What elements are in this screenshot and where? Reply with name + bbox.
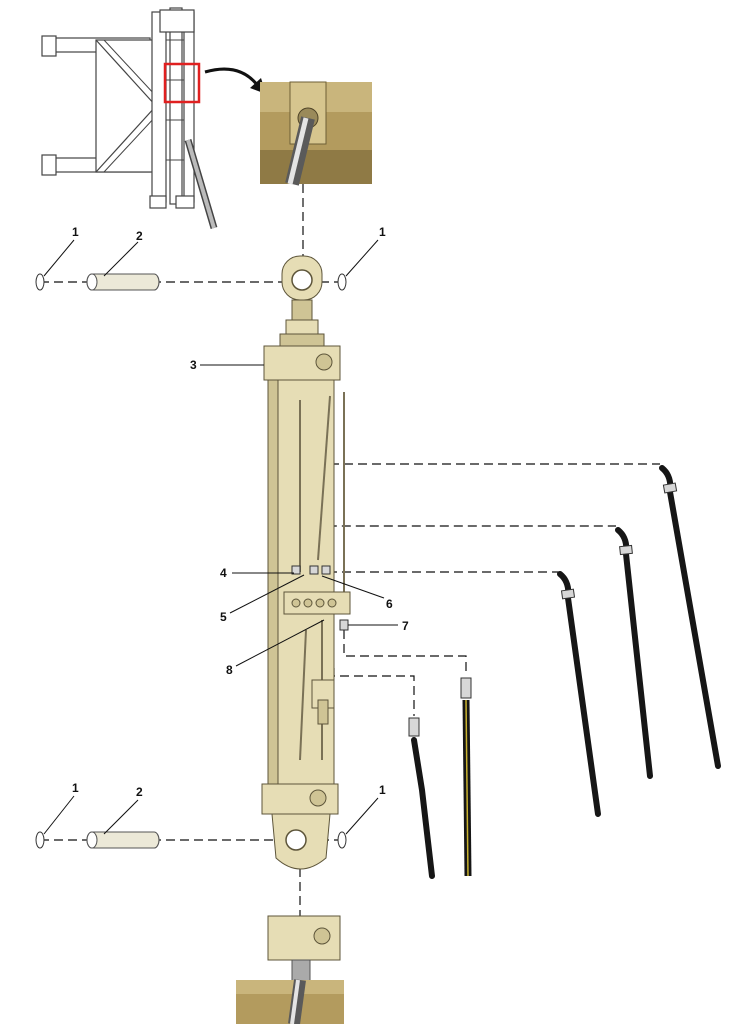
hydraulic-cylinder [261,255,351,870]
callout-leaders [43,239,398,835]
callout-7: 7 [402,619,409,633]
callout-6: 6 [386,597,393,611]
callout-1-top-right: 1 [379,225,386,239]
pin-top [86,273,160,291]
retaining-clip-top-right [337,273,347,291]
callout-5: 5 [220,610,227,624]
retaining-clip-bottom-right [337,831,347,849]
retaining-clip-bottom-left [35,831,45,849]
callout-1-bottom-right: 1 [379,783,386,797]
callout-4: 4 [220,566,227,580]
callout-8: 8 [226,663,233,677]
retaining-clip-top-left [35,273,45,291]
hose-medium [615,527,653,779]
callout-2-top: 2 [136,229,143,243]
assembly-dashed-lines [40,184,660,924]
hose-short [557,571,601,817]
pin-bottom [86,831,160,849]
hose-black-lower [408,717,435,879]
hose-long [659,465,721,769]
callout-1-bottom-left: 1 [72,781,79,795]
hose-yellow-stripe [460,677,472,877]
top-detail-inset [260,81,372,186]
bottom-detail-inset [236,915,344,1024]
callout-3: 3 [190,358,197,372]
curved-arrow-icon [204,67,266,94]
highlight-box [163,62,201,104]
callout-2-bottom: 2 [136,785,143,799]
locator-frame-view [41,7,218,229]
callout-1-top-left: 1 [72,225,79,239]
